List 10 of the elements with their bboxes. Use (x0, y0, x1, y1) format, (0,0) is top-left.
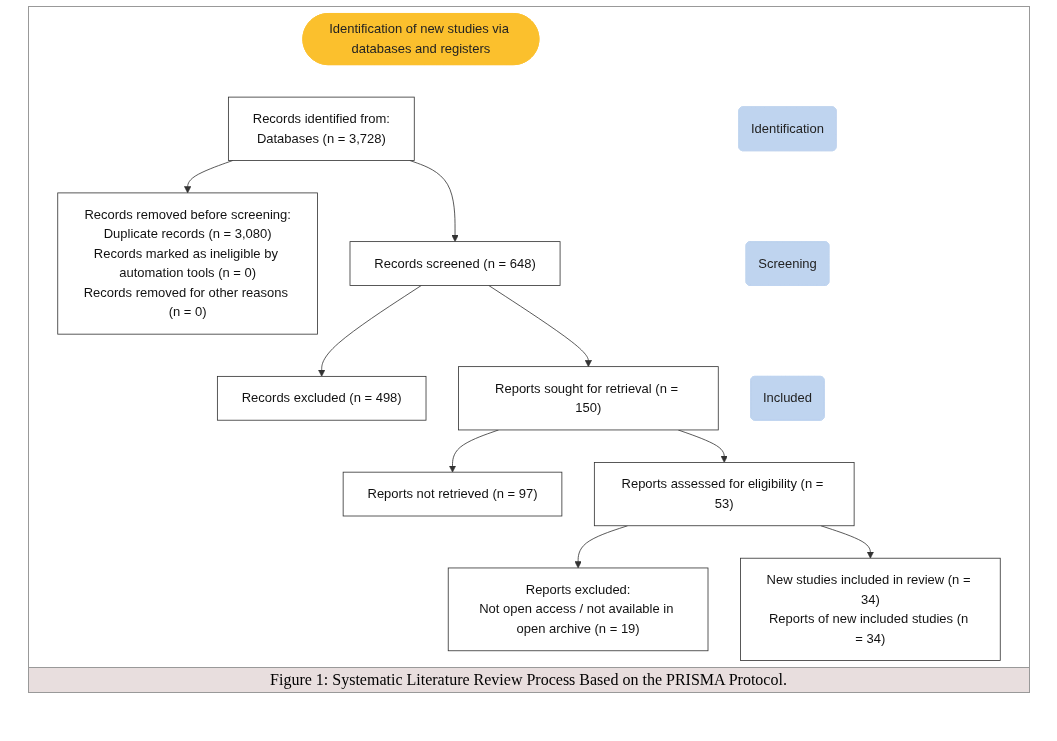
node-box: New studies included in review (n = 34) Reports of new included studies (n = 34) (739, 557, 1001, 661)
node-box: Reports assessed for eligibility (n = 53) (593, 462, 855, 527)
node-box: Records removed before screening: Duplicate records (n = 3,080) Records marked as ineligible by automation tools (n = 0) Records removed for other reasons (n = 0) (56, 192, 318, 335)
node-box: Reports excluded: Not open access / not available in open archive (n = 19) (447, 567, 708, 652)
node-box: Records excluded (n = 498) (216, 375, 426, 421)
node-box: Records screened (n = 648) (349, 241, 560, 286)
figure-caption: Figure 1: Systematic Literature Review Process Based on the PRISMA Protocol. (28, 667, 1029, 692)
node-box: Records identified from: Databases (n = 3,728) (227, 96, 415, 161)
node-box: Reports not retrieved (n = 97) (342, 471, 562, 517)
node-box: Reports sought for retrieval (n = 150) (457, 366, 719, 431)
